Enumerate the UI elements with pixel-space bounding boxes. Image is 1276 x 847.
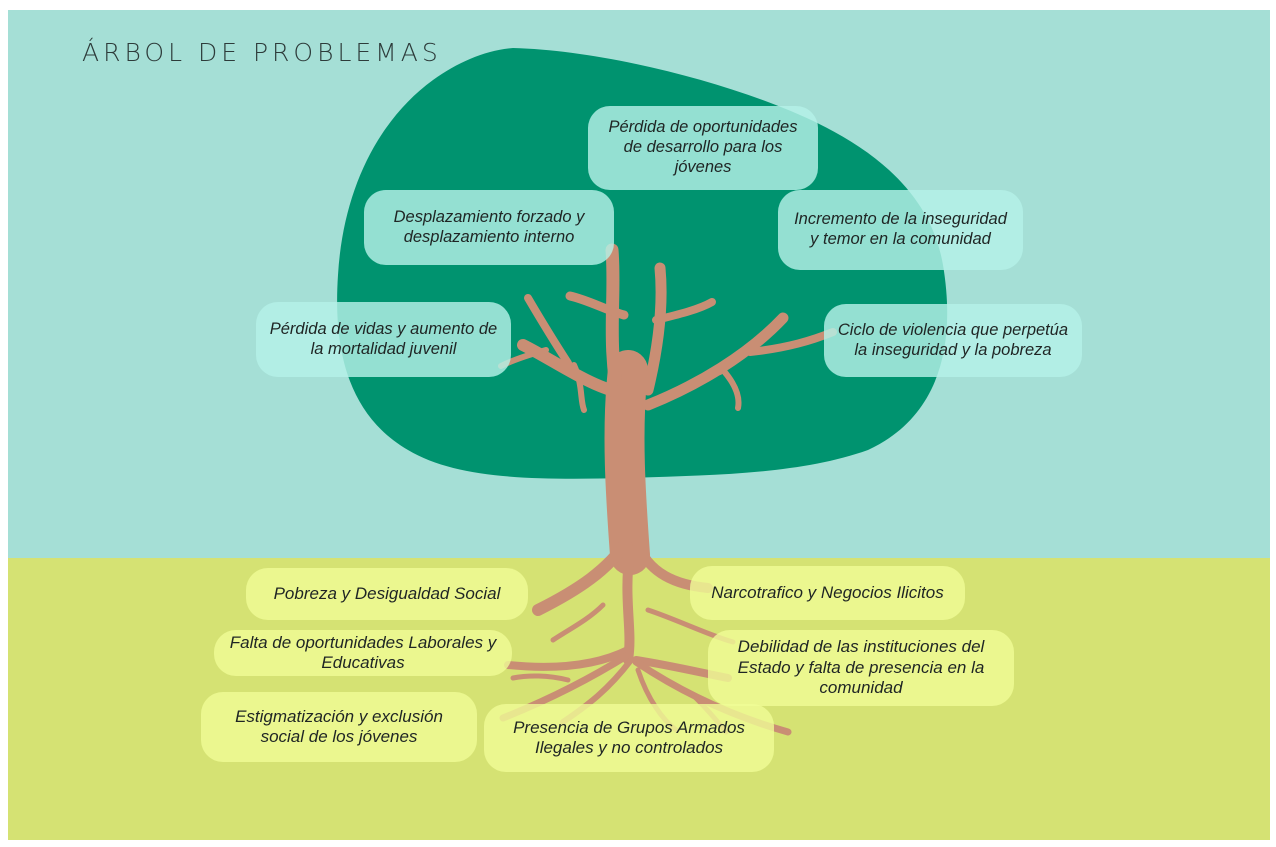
effect-box-mortality: Pérdida de vidas y aumento de la mortali…	[256, 302, 511, 377]
problem-tree-diagram: ÁRBOL DE PROBLEMAS Pérdida de oportunida…	[8, 10, 1270, 840]
cause-box-lack-opportunities: Falta de oportunidades Laborales y Educa…	[214, 630, 512, 676]
cause-box-poverty: Pobreza y Desigualdad Social	[246, 568, 528, 620]
cause-box-stigmatization: Estigmatización y exclusión social de lo…	[201, 692, 477, 762]
cause-box-weak-institutions: Debilidad de las instituciones del Estad…	[708, 630, 1014, 706]
effect-box-insecurity: Incremento de la inseguridad y temor en …	[778, 190, 1023, 270]
effect-box-opportunities: Pérdida de oportunidades de desarrollo p…	[588, 106, 818, 190]
cause-box-armed-groups: Presencia de Grupos Armados Ilegales y n…	[484, 704, 774, 772]
effect-box-displacement: Desplazamiento forzado y desplazamiento …	[364, 190, 614, 265]
cause-box-narcotrafficking: Narcotrafico y Negocios Ilicitos	[690, 566, 965, 620]
effect-box-violence-cycle: Ciclo de violencia que perpetúa la inseg…	[824, 304, 1082, 377]
diagram-title: ÁRBOL DE PROBLEMAS	[82, 38, 442, 67]
